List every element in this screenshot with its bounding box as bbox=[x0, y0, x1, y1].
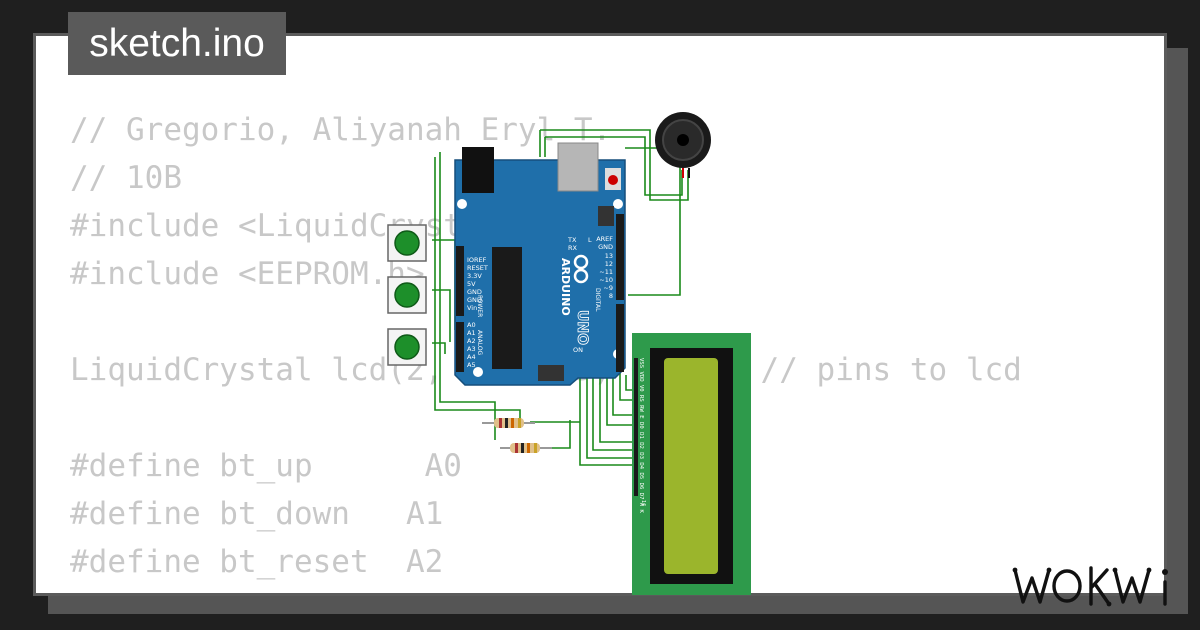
digital-label: AREF bbox=[596, 235, 613, 243]
microcontroller-chip bbox=[492, 247, 522, 369]
code-line: // 10B bbox=[70, 160, 182, 196]
wokwi-logo bbox=[1012, 566, 1168, 607]
power-label: Vin bbox=[467, 304, 477, 312]
analog-label: A4 bbox=[467, 353, 476, 361]
led-label: ON bbox=[573, 346, 583, 354]
led-label: TX bbox=[567, 236, 577, 244]
power-label: IOREF bbox=[467, 256, 487, 264]
lcd-16x2[interactable]: VSS VDD V0 RS RW E D0 D1 D2 D3 D4 D5 D6 … bbox=[632, 333, 751, 595]
code-line: #define bt_up A0 bbox=[70, 448, 462, 484]
digital-label: 13 bbox=[605, 252, 613, 260]
lcd-pin-labels: VSS VDD V0 RS RW E D0 D1 D2 D3 D4 D5 D6 … bbox=[638, 358, 644, 514]
power-label: RESET bbox=[467, 264, 488, 272]
analog-label: A0 bbox=[467, 321, 476, 329]
push-button-down[interactable] bbox=[387, 276, 427, 314]
resistor bbox=[482, 418, 535, 428]
section-digital-label: DIGITAL bbox=[594, 288, 601, 312]
filename-tab[interactable]: sketch.ino bbox=[68, 12, 286, 75]
digital-label: ~9 bbox=[603, 284, 613, 292]
analog-label: A3 bbox=[467, 345, 476, 353]
power-label: GND bbox=[467, 296, 482, 304]
lcd-screen bbox=[664, 358, 718, 574]
digital-header-low bbox=[616, 304, 624, 372]
power-label: GND bbox=[467, 288, 482, 296]
usb-port bbox=[557, 142, 599, 192]
power-label: 5V bbox=[467, 280, 476, 288]
push-button-up[interactable] bbox=[387, 224, 427, 262]
code-line: #define bt_reset A2 bbox=[70, 544, 444, 580]
arduino-model-label: UNO bbox=[574, 310, 590, 345]
analog-label: A2 bbox=[467, 337, 476, 345]
lcd-pin-end: 16 bbox=[640, 500, 646, 506]
code-line: #define bt_down A1 bbox=[70, 496, 444, 532]
analog-label: A1 bbox=[467, 329, 476, 337]
analog-header bbox=[456, 322, 464, 372]
buzzer[interactable] bbox=[655, 112, 711, 178]
analog-label: A5 bbox=[467, 361, 476, 369]
arduino-uno[interactable]: IOREF RESET 3.3V 5V GND GND Vin A0 A1 A2… bbox=[454, 142, 626, 386]
push-button-reset[interactable] bbox=[387, 328, 427, 366]
power-header bbox=[456, 246, 464, 316]
led-label: L bbox=[588, 236, 592, 244]
lcd-pins bbox=[634, 358, 638, 496]
resistor bbox=[500, 443, 552, 453]
arduino-brand-label: ARDUINO bbox=[559, 258, 572, 316]
digital-label: ~10 bbox=[599, 276, 613, 284]
section-analog-label: ANALOG bbox=[476, 330, 483, 356]
power-label: 3.3V bbox=[467, 272, 482, 280]
digital-label: ~11 bbox=[599, 268, 613, 276]
power-jack bbox=[462, 147, 494, 193]
arduino-logo bbox=[573, 254, 589, 284]
digital-label: 8 bbox=[609, 292, 613, 300]
led-label: RX bbox=[568, 244, 578, 252]
digital-label: GND bbox=[598, 243, 613, 251]
section-power-label: POWER bbox=[476, 295, 483, 317]
digital-label: 12 bbox=[605, 260, 613, 268]
digital-header-high bbox=[616, 214, 624, 300]
code-preview: // Gregorio, Aliyanah Eryl T.// 10B#incl… bbox=[70, 106, 1022, 586]
